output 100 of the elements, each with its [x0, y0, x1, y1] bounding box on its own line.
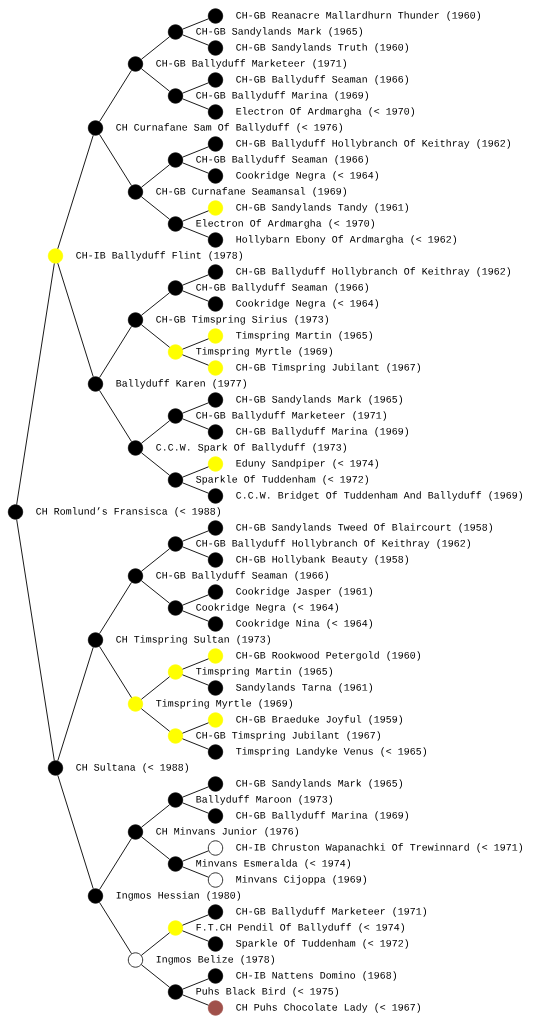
name-label: Cookridge Jasper (1961) — [236, 587, 373, 597]
name-label: Timspring Myrtle (1969) — [196, 347, 333, 357]
name-label: CH Romlund’s Fransisca (< 1988) — [36, 507, 221, 517]
branch-line — [141, 708, 170, 732]
name-label: CH-GB Ballyduff Marketeer (1971) — [236, 907, 427, 917]
branch-line — [182, 82, 209, 94]
name-label: C.C.W. Spark Of Ballyduff (1973) — [156, 443, 347, 453]
name-label: CH-GB Sandylands Mark (1965) — [236, 779, 403, 789]
name-label: CH-GB Ballyduff Hollybranch Of Keithray (1962) — [196, 539, 471, 549]
name-label: Timspring Martin (1965) — [196, 667, 333, 677]
branch-line — [99, 390, 132, 442]
name-label: Eduny Sandpiper (< 1974) — [236, 459, 379, 469]
name-label: C.C.W. Bridget Of Tuddenham And Ballyduff (1969) — [236, 491, 523, 501]
name-label: F.T.CH Pendil Of Ballyduff (< 1974) — [196, 923, 405, 933]
name-label: Ingmos Hessian (1980) — [116, 891, 241, 901]
name-label: CH-GB Ballyduff Seaman (1966) — [196, 283, 369, 293]
branch-line — [141, 196, 170, 220]
branch-line — [182, 530, 209, 542]
branch-line — [182, 418, 209, 430]
branch-line — [182, 98, 209, 110]
name-label: Cookridge Negra (< 1964) — [196, 603, 339, 613]
name-label: CH-GB Ballyduff Seaman (1966) — [156, 571, 329, 581]
branch-line — [182, 850, 209, 862]
name-label: CH-GB Ballyduff Hollybranch Of Keithray (1962) — [236, 139, 511, 149]
name-label: CH-IB Ballyduff Flint (1978) — [76, 251, 243, 261]
branch-line — [141, 324, 170, 348]
name-label: Timspring Martin (1965) — [236, 331, 373, 341]
branch-line — [182, 658, 209, 670]
branch-line — [182, 994, 209, 1006]
name-label: Puhs Black Bird (< 1975) — [196, 987, 339, 997]
name-label: CH-GB Sandylands Mark (1965) — [196, 27, 363, 37]
name-label: Cookridge Nina (< 1964) — [236, 619, 373, 629]
branch-line — [16, 263, 55, 505]
name-label: CH-GB Sandylands Mark (1965) — [236, 395, 403, 405]
branch-line — [182, 786, 209, 798]
name-label: CH-GB Sandylands Truth (1960) — [236, 43, 409, 53]
branch-line — [99, 838, 132, 890]
branch-line — [141, 452, 170, 476]
name-label: CH-GB Ballyduff Seaman (1966) — [196, 155, 369, 165]
branch-line — [141, 580, 170, 604]
name-label: Electron Of Ardmargha (< 1970) — [236, 107, 415, 117]
name-label: CH-GB Ballyduff Marketeer (1971) — [156, 59, 347, 69]
name-label: Sparkle Of Tuddenham (< 1972) — [236, 939, 409, 949]
name-label: CH-GB Timspring Sirius (1973) — [156, 315, 329, 325]
name-label: Ingmos Belize (1978) — [156, 955, 275, 965]
branch-line — [182, 146, 209, 158]
name-label: CH-IB Chruston Wapanachki Of Trewinnard (< 1971) — [236, 843, 523, 853]
name-label: CH-IB Nattens Domino (1968) — [236, 971, 397, 981]
name-label: CH-GB Rookwood Petergold (1960) — [236, 651, 421, 661]
branch-line — [182, 210, 209, 222]
branch-line — [141, 292, 170, 316]
name-label: Ballyduff Karen (1977) — [116, 379, 247, 389]
name-label: CH-GB Braeduke Joyful (1959) — [236, 715, 403, 725]
branch-line — [99, 582, 132, 634]
branch-line — [182, 594, 209, 606]
branch-line — [57, 774, 94, 890]
branch-line — [182, 226, 209, 238]
branch-line — [182, 466, 209, 478]
branch-line — [182, 34, 209, 46]
name-label: CH-GB Reanacre Mallardhurn Thunder (1960) — [236, 11, 481, 21]
name-label: Ballyduff Maroon (1973) — [196, 795, 333, 805]
branch-line — [182, 274, 209, 286]
name-label: Minvans Esmeralda (< 1974) — [196, 859, 351, 869]
branch-line — [141, 932, 170, 956]
branch-line — [182, 338, 209, 350]
branch-line — [141, 676, 170, 700]
branch-line — [182, 802, 209, 814]
name-label: CH-GB Ballyduff Marina (1969) — [236, 811, 409, 821]
name-label: CH-GB Sandylands Tandy (1961) — [236, 203, 409, 213]
branch-line — [141, 836, 170, 860]
name-label: CH Sultana (< 1988) — [76, 763, 189, 773]
branch-line — [99, 326, 132, 378]
name-label: CH Minvans Junior (1976) — [156, 827, 299, 837]
branch-line — [182, 914, 209, 926]
name-label: Timspring Myrtle (1969) — [156, 699, 293, 709]
name-label: Hollybarn Ebony Of Ardmargha (< 1962) — [236, 235, 457, 245]
branch-line — [141, 164, 170, 188]
branch-line — [182, 290, 209, 302]
name-label: Cookridge Negra (< 1964) — [236, 299, 379, 309]
name-label: CH-GB Ballyduff Marina (1969) — [196, 91, 369, 101]
branch-line — [182, 978, 209, 990]
name-label: CH-GB Ballyduff Marketeer (1971) — [196, 411, 387, 421]
name-label: Sandylands Tarna (1961) — [236, 683, 373, 693]
name-label: Minvans Cijoppa (1969) — [236, 875, 367, 885]
name-label: CH-GB Hollybank Beauty (1958) — [236, 555, 409, 565]
branch-line — [99, 646, 132, 698]
name-label: CH Curnafane Sam Of Ballyduff (< 1976) — [116, 123, 343, 133]
branch-line — [182, 546, 209, 558]
name-label: CH-GB Timspring Jubilant (1967) — [196, 731, 381, 741]
branch-line — [182, 930, 209, 942]
name-label: CH Puhs Chocolate Lady (< 1967) — [236, 1003, 421, 1013]
branch-line — [99, 134, 132, 186]
branch-line — [182, 18, 209, 30]
name-label: Cookridge Negra (< 1964) — [236, 171, 379, 181]
name-label: CH-GB Ballyduff Hollybranch Of Keithray (1962) — [236, 267, 511, 277]
branch-line — [182, 354, 209, 366]
branch-line — [182, 162, 209, 174]
branch-line — [141, 68, 170, 92]
branch-line — [182, 866, 209, 878]
branch-line — [57, 646, 94, 762]
